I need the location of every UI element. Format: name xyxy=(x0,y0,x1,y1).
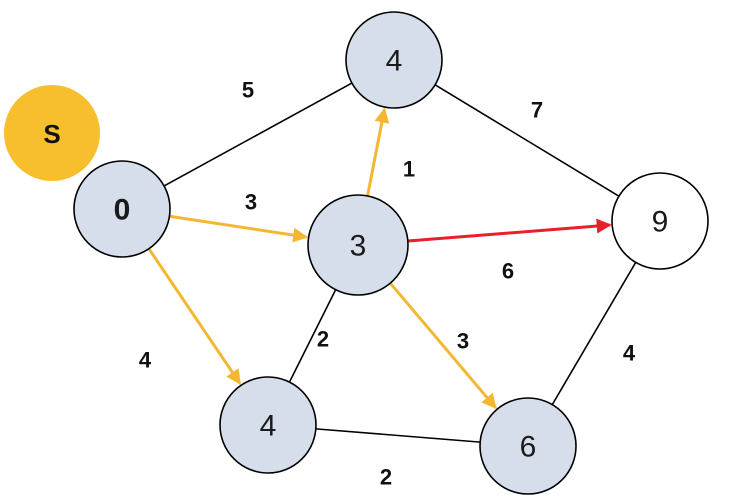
node-distance-label: 0 xyxy=(114,194,131,227)
edge-a-d xyxy=(147,247,242,385)
edge-c-d xyxy=(288,289,337,383)
edge-d-e xyxy=(315,428,481,443)
node-circle xyxy=(307,194,409,296)
source-badge-circle xyxy=(4,85,100,181)
node-circle xyxy=(611,172,709,270)
node-distance-label: 9 xyxy=(652,206,669,239)
edge-weight-c-d: 2 xyxy=(317,327,329,352)
edge-a-b xyxy=(163,82,353,187)
source-badge-label: S xyxy=(43,119,60,149)
node-f: 9 xyxy=(611,172,709,270)
node-d: 4 xyxy=(219,376,317,474)
node-b: 4 xyxy=(345,11,443,109)
node-distance-label: 6 xyxy=(520,431,537,464)
edge-labels-layer: 5 3 4 1 7 6 2 3 2 4 xyxy=(139,78,636,490)
edge-weight-a-b: 5 xyxy=(242,78,254,103)
node-c: 3 xyxy=(307,194,409,296)
node-distance-label: 3 xyxy=(350,230,367,263)
edge-c-b xyxy=(366,107,390,197)
node-circle xyxy=(219,376,317,474)
edges-layer xyxy=(147,82,637,443)
edge-weight-b-f: 7 xyxy=(531,98,543,123)
edge-c-f xyxy=(407,218,612,243)
node-circle xyxy=(73,160,171,258)
node-distance-label: 4 xyxy=(386,45,403,78)
edge-weight-f-e: 4 xyxy=(623,341,636,366)
edge-weight-d-e: 2 xyxy=(380,465,392,490)
node-distance-label: 4 xyxy=(260,410,277,443)
node-a: 0 xyxy=(73,160,171,258)
edge-weight-c-f: 6 xyxy=(502,259,514,284)
edge-b-f xyxy=(434,84,620,197)
edge-weight-a-c: 3 xyxy=(245,190,257,215)
edge-c-e xyxy=(389,282,497,409)
edge-weight-a-d: 4 xyxy=(139,348,152,373)
node-circle xyxy=(345,11,443,109)
edge-weight-c-b: 1 xyxy=(403,157,415,182)
edge-weight-c-e: 3 xyxy=(457,329,469,354)
source-badge: S xyxy=(4,85,100,181)
edge-a-c xyxy=(169,214,309,243)
nodes-layer: 0 4 3 4 6 9 xyxy=(73,11,709,495)
node-e: 6 xyxy=(479,397,577,495)
node-circle xyxy=(479,397,577,495)
edge-f-e xyxy=(551,261,637,406)
